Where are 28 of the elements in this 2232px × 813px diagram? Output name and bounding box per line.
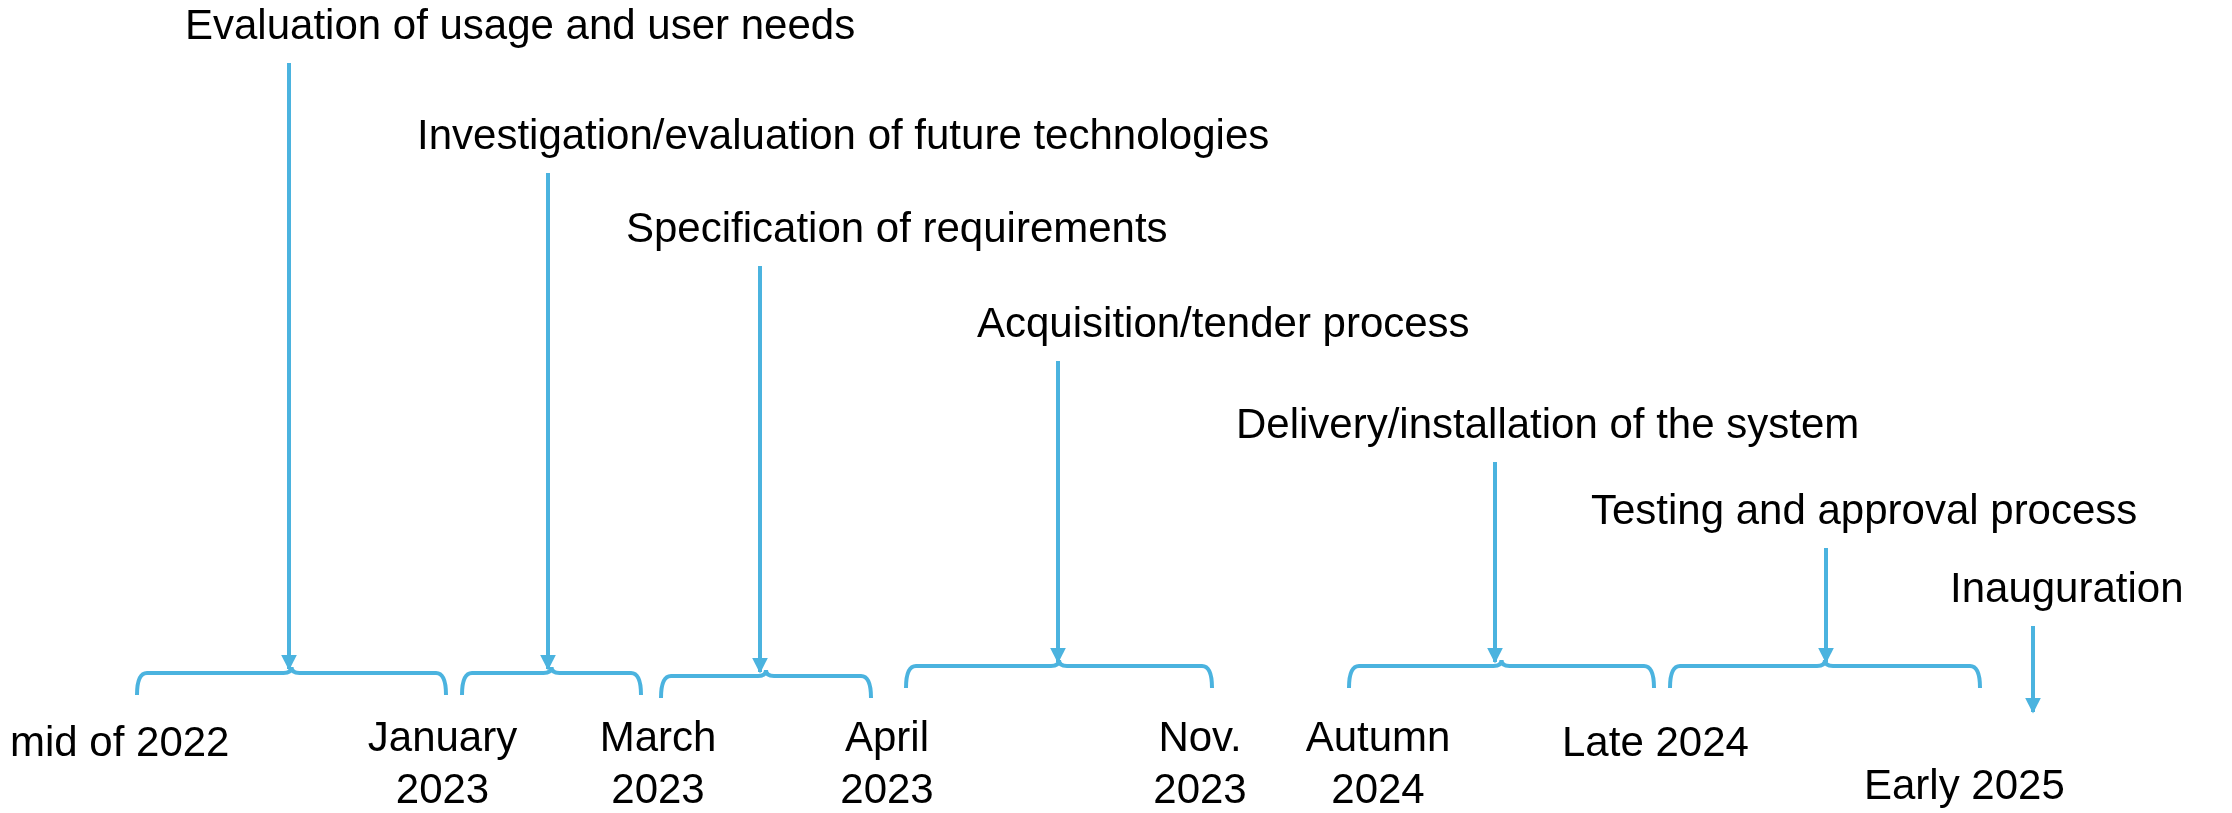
date-label: Nov. 2023 bbox=[1152, 712, 1248, 813]
arrow bbox=[752, 266, 768, 674]
curly-bracket bbox=[1668, 658, 1982, 688]
arrow bbox=[540, 173, 556, 671]
curly-bracket bbox=[460, 665, 643, 695]
date-label: Early 2025 bbox=[1864, 761, 2065, 809]
phase-label: Acquisition/tender process bbox=[977, 299, 1470, 347]
date-label: Autumn 2024 bbox=[1304, 712, 1452, 813]
date-label: March 2023 bbox=[598, 712, 718, 813]
arrow bbox=[1818, 548, 1834, 664]
curly-bracket bbox=[1347, 658, 1656, 688]
phase-label: Delivery/installation of the system bbox=[1236, 400, 1860, 448]
phase-label: Evaluation of usage and user needs bbox=[185, 1, 856, 49]
date-label: April 2023 bbox=[839, 712, 935, 813]
curly-bracket bbox=[659, 668, 873, 698]
date-label: mid of 2022 bbox=[10, 717, 230, 767]
arrow bbox=[281, 63, 297, 671]
curly-bracket bbox=[904, 658, 1214, 688]
arrow bbox=[1487, 462, 1503, 664]
phase-label: Inauguration bbox=[1950, 564, 2184, 612]
curly-bracket bbox=[135, 665, 448, 695]
date-label: January 2023 bbox=[366, 712, 519, 813]
phase-label: Specification of requirements bbox=[626, 204, 1168, 252]
arrow bbox=[1050, 361, 1066, 664]
date-label: Late 2024 bbox=[1562, 717, 1749, 767]
arrow bbox=[2025, 626, 2041, 714]
phase-label: Testing and approval process bbox=[1591, 486, 2138, 534]
phase-label: Investigation/evaluation of future technologies bbox=[417, 111, 1270, 159]
